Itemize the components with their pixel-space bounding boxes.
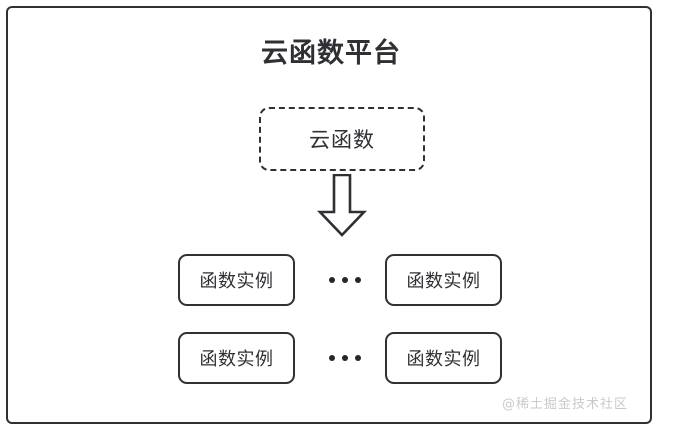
function-instance-label: 函数实例	[199, 271, 274, 292]
ellipsis-dot	[355, 277, 361, 283]
ellipsis-dot	[355, 355, 361, 361]
function-instance-box: 函数实例	[178, 332, 295, 384]
function-instance-box: 函数实例	[178, 254, 295, 306]
down-arrow-icon	[316, 174, 368, 238]
watermark: @稀土掘金技术社区	[501, 397, 628, 412]
function-instance-label: 函数实例	[199, 349, 274, 370]
cloud-function-node: 云函数	[259, 107, 425, 171]
instance-row-2: 函数实例 函数实例	[8, 332, 654, 384]
function-instance-label: 函数实例	[406, 271, 481, 292]
function-instance-label: 函数实例	[406, 349, 481, 370]
function-instance-box: 函数实例	[385, 332, 502, 384]
cloud-function-label: 云函数	[309, 128, 375, 152]
function-instance-box: 函数实例	[385, 254, 502, 306]
ellipsis-dot	[342, 277, 348, 283]
cloud-function-platform-container: 云函数平台 云函数 函数实例 函数实例 函数实例	[6, 6, 652, 424]
ellipsis-icon	[314, 332, 376, 384]
ellipsis-dot	[329, 355, 335, 361]
ellipsis-dot	[342, 355, 348, 361]
instance-row-1: 函数实例 函数实例	[8, 254, 654, 306]
ellipsis-dot	[329, 277, 335, 283]
ellipsis-icon	[314, 254, 376, 306]
page-title: 云函数平台	[261, 38, 401, 69]
